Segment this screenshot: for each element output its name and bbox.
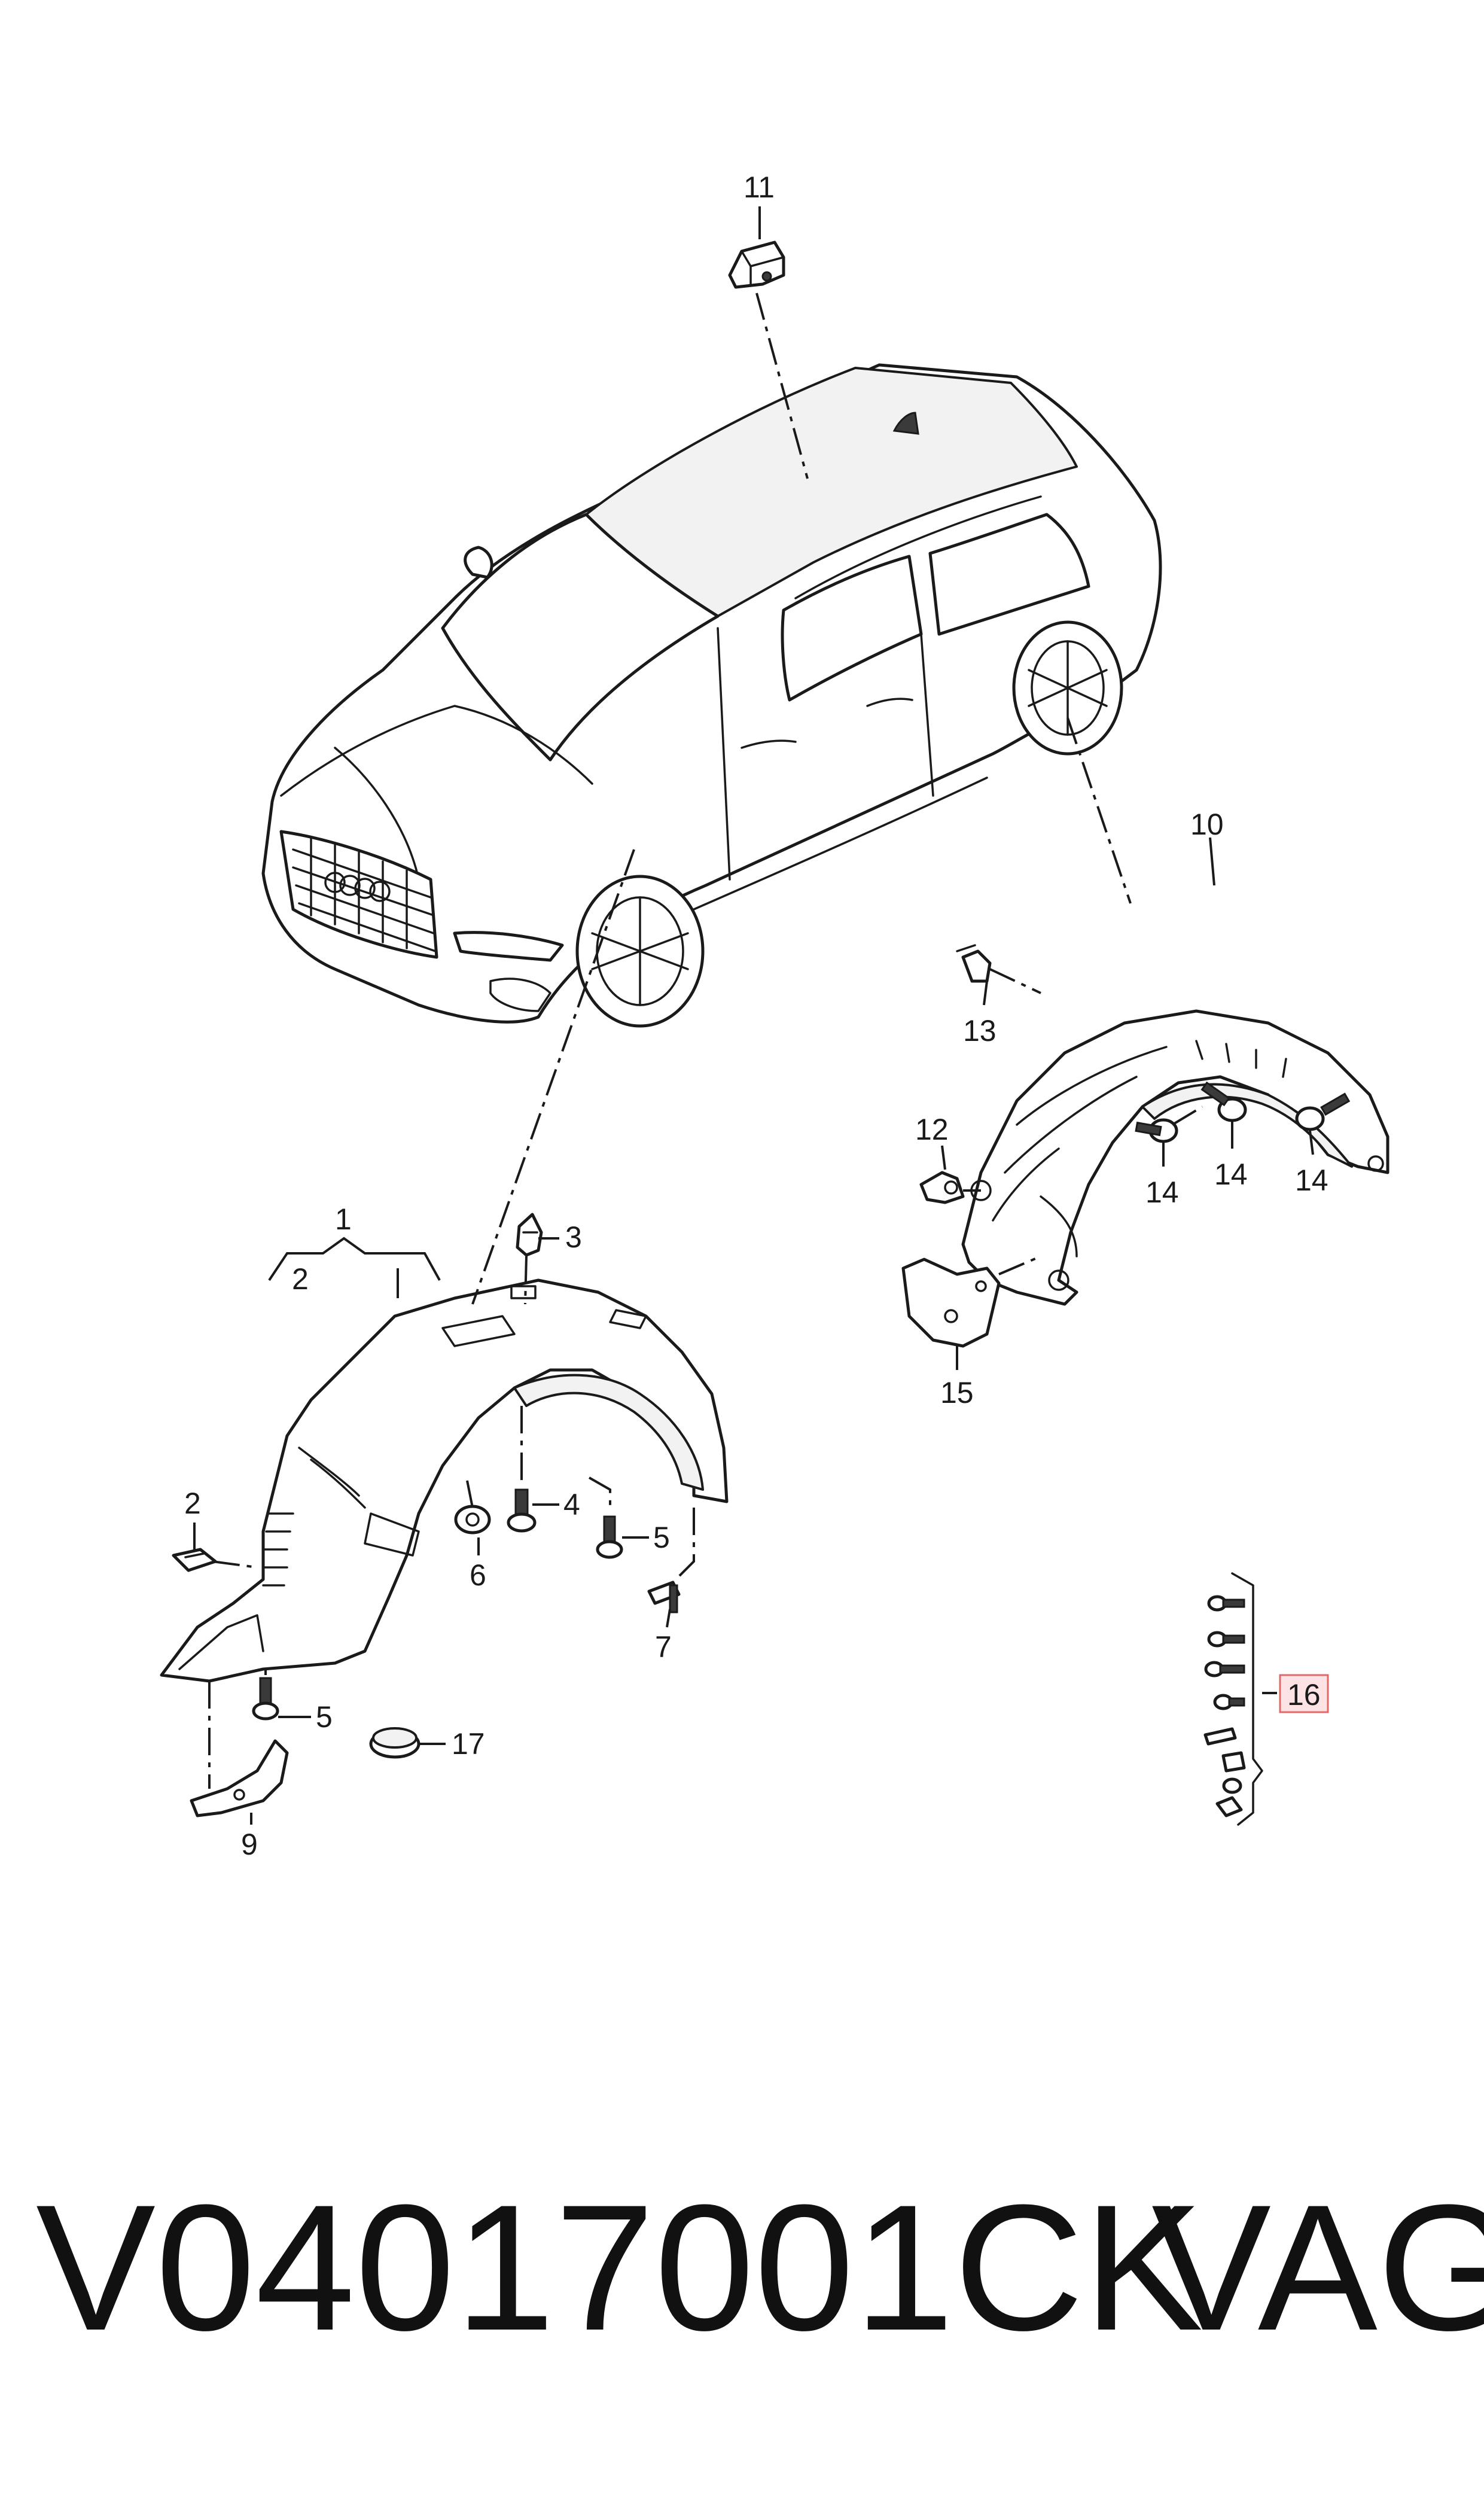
callout-11: 11 (743, 170, 775, 204)
callout-14-a: 14 (1145, 1176, 1179, 1209)
assembly-lines (208, 293, 1203, 1789)
part-5-screw-right (596, 1515, 623, 1559)
callout-1: 1 (335, 1202, 352, 1236)
callout-17: 17 (452, 1727, 485, 1761)
callout-12: 12 (915, 1113, 949, 1146)
callout-15: 15 (940, 1376, 974, 1409)
callout-9: 9 (241, 1828, 258, 1861)
callout-5-right: 5 (653, 1521, 670, 1554)
part-7-clip (647, 1581, 681, 1613)
callout-4: 4 (563, 1488, 580, 1521)
car-illustration (261, 363, 1162, 1028)
part-15-bracket (901, 1258, 1001, 1348)
callout-2-top: 2 (292, 1262, 309, 1296)
part-3-expanding-nut (516, 1213, 543, 1257)
part-12-clip (919, 1171, 965, 1204)
part-11-roof-clip (728, 240, 785, 289)
part-14-screw-c (1295, 1092, 1351, 1131)
callout-10: 10 (1190, 808, 1224, 841)
part-17-cap (369, 1727, 420, 1759)
part-code: V04017001CK (36, 2167, 1203, 2368)
rear-wheel (1012, 620, 1123, 756)
callout-14-c: 14 (1295, 1164, 1328, 1197)
callout-14-b: 14 (1214, 1158, 1248, 1191)
callout-6: 6 (470, 1558, 486, 1592)
callout-7: 7 (655, 1630, 672, 1664)
callout-5-left: 5 (316, 1700, 333, 1734)
part-10-rear-wheel-housing-liner (961, 1009, 1389, 1306)
brand-rings-logo (324, 872, 391, 902)
part-4-screw (507, 1488, 537, 1533)
part-16-fastener-kit (1203, 1572, 1263, 1826)
callout-13: 13 (963, 1014, 997, 1048)
part-14-screw-a (1135, 1118, 1178, 1143)
callout-3: 3 (565, 1220, 582, 1254)
part-9-bracket (190, 1739, 289, 1817)
part-1-front-wheel-housing-liner (160, 1278, 729, 1683)
part-2-clip-nut (172, 1548, 217, 1572)
part-6-nut (454, 1505, 491, 1534)
callout-16-highlight (1279, 1674, 1329, 1713)
callout-16: 16 (1287, 1678, 1321, 1712)
part-13-clip (956, 944, 992, 983)
brand-label: VAG (1151, 2167, 1484, 2368)
part-14-screw-b (1200, 1081, 1247, 1122)
callout-2-left: 2 (184, 1487, 201, 1520)
front-wheel (575, 875, 705, 1028)
leader-lines (193, 206, 1314, 1825)
grille-mesh (292, 836, 437, 952)
part-5-screw-left (252, 1677, 279, 1721)
callout-labels: 11 10 1 2 3 4 5 6 7 2 5 9 17 12 13 14 14… (184, 170, 1329, 1861)
liner-ribs (262, 1512, 294, 1587)
